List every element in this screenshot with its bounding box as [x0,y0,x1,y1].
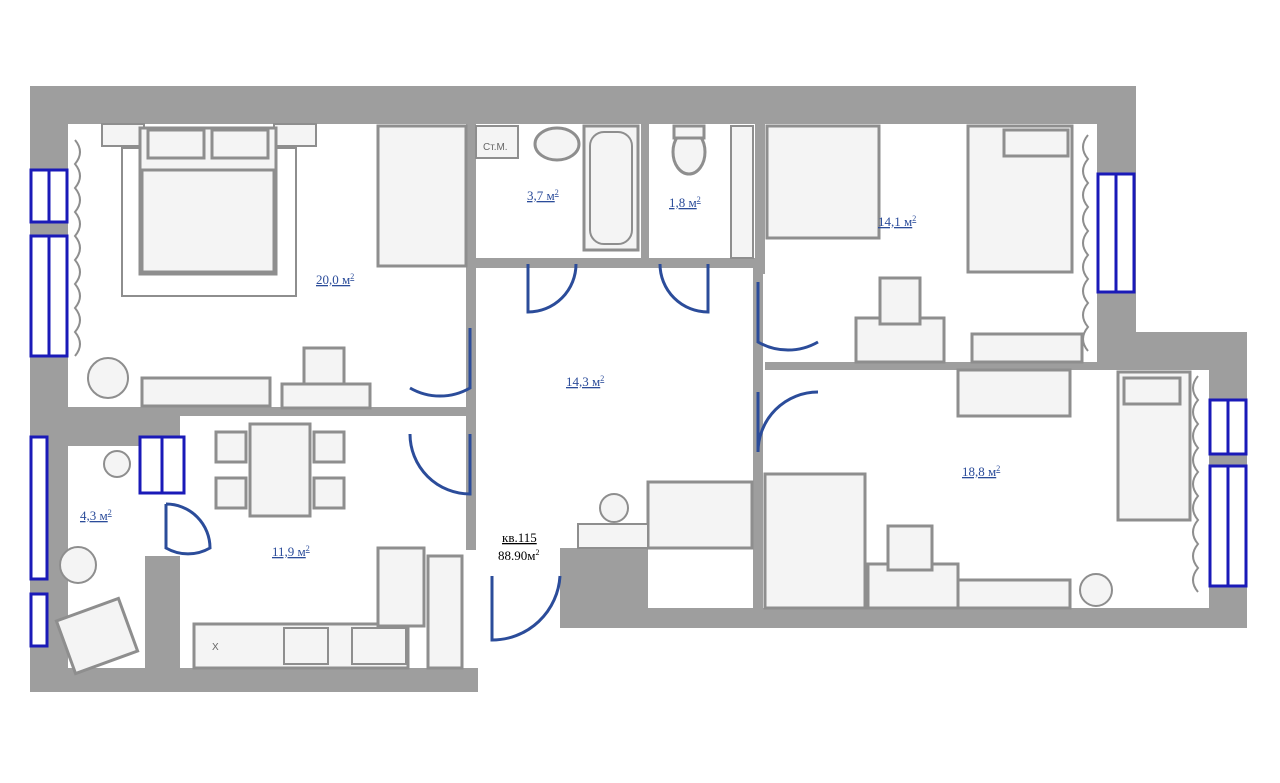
pillow-left [146,128,206,160]
wall-balcony-top [30,416,145,446]
nightstand-right [273,123,317,147]
area-kitchen: 11,9 м2 [272,544,310,559]
wall-bedroom-bath [466,124,476,324]
hall-furniture [577,480,754,550]
dining-chair-2 [214,476,248,510]
toilet-cabinet [730,125,754,259]
dining-chair-1 [214,430,248,464]
door-bedroom2[interactable] [756,282,819,352]
labels: 20,0 м2 3,7 м2 1,8 м2 14,1 м2 14,3 м2 4,… [80,188,1000,563]
kitchen-cabinet [426,554,464,670]
apartment-number: кв.115 [502,530,537,545]
sofa [956,368,1072,418]
wall-toilet-bedroom2 [755,124,765,274]
dining-chair-3 [312,430,346,464]
nightstand-left [101,123,145,147]
area-toilet: 1,8 м2 [669,195,701,210]
chair-bedroom3 [886,524,934,572]
stove-label: X [212,642,219,653]
curtain-bedroom2 [1082,134,1090,352]
window-balcony-2 [29,592,49,648]
area-bedroom3: 18,8 м2 [962,464,1000,479]
total-area: 88.90м2 [498,548,539,563]
dining-table [248,422,312,518]
doors [164,263,819,642]
wardrobe-bedroom3 [763,472,867,610]
door-balcony[interactable] [164,502,212,556]
dresser-bedroom3 [956,578,1072,610]
door-bedroom[interactable] [409,328,472,398]
wall-bedroom2-bottom [765,362,1097,370]
bedroom3-furniture [763,368,1192,610]
door-entrance[interactable] [490,575,562,642]
wardrobe-bedroom2 [765,124,881,240]
pillow-right [210,128,270,160]
door-bath[interactable] [526,263,578,314]
toilet-tank [672,124,706,140]
pillow-bedroom3 [1122,376,1182,406]
chair-bedroom [302,346,346,386]
door-bedroom3[interactable] [756,390,819,453]
dining-chair-4 [312,476,346,510]
pillow-bedroom2 [1002,128,1070,158]
desk-bedroom [280,382,372,410]
door-toilet[interactable] [658,263,710,314]
hall-wardrobe [646,480,754,550]
wall-outer-top [30,86,1136,124]
hall-lamp [599,493,629,523]
balcony-furniture [54,450,140,676]
windows [29,168,1248,648]
curtains [73,134,1200,593]
bathtub-inner [589,131,633,245]
area-bedroom2: 14,1 м2 [878,214,916,229]
fridge [376,546,426,628]
door-kitchen[interactable] [408,433,472,496]
hall-bench [577,523,649,549]
kitchen-furniture: X [192,422,464,670]
wall-bedroom-kitchen [68,407,466,416]
bedroom-furniture [87,123,468,410]
washer-label: Ст.М. [483,142,508,153]
area-bathroom: 3,7 м2 [527,188,559,203]
window-balcony-1 [29,435,49,581]
sink [533,126,581,162]
area-bedroom: 20,0 м2 [316,272,354,287]
wall-bottom-left [30,668,478,692]
wall-wet-bottom [476,258,765,268]
wall-entrance-block [605,548,645,628]
curtain-bedroom [73,139,81,357]
dresser [140,376,272,408]
wall-bottom-right [645,608,1247,628]
kitchen-sink [351,627,407,665]
plant-bedroom3 [1079,573,1113,607]
toilet-furniture [671,124,754,259]
balcony-plant [103,450,131,478]
chair-bedroom2 [878,276,922,326]
area-hall: 14,3 м2 [566,374,604,389]
bathroom-furniture: Ст.М. [475,124,640,252]
stove [283,627,329,665]
curtain-bedroom3 [1192,375,1200,593]
bedroom2-furniture [765,124,1084,364]
dresser-bedroom2 [970,332,1084,364]
wardrobe-bedroom [376,124,468,268]
armchair [54,596,140,676]
blanket [140,168,276,274]
wall-balcony-right [145,556,180,692]
plant-bedroom [87,357,129,399]
balcony-table [59,546,97,584]
wall-bath-toilet [641,124,649,264]
washer [475,125,519,159]
area-balcony: 4,3 м2 [80,508,112,523]
